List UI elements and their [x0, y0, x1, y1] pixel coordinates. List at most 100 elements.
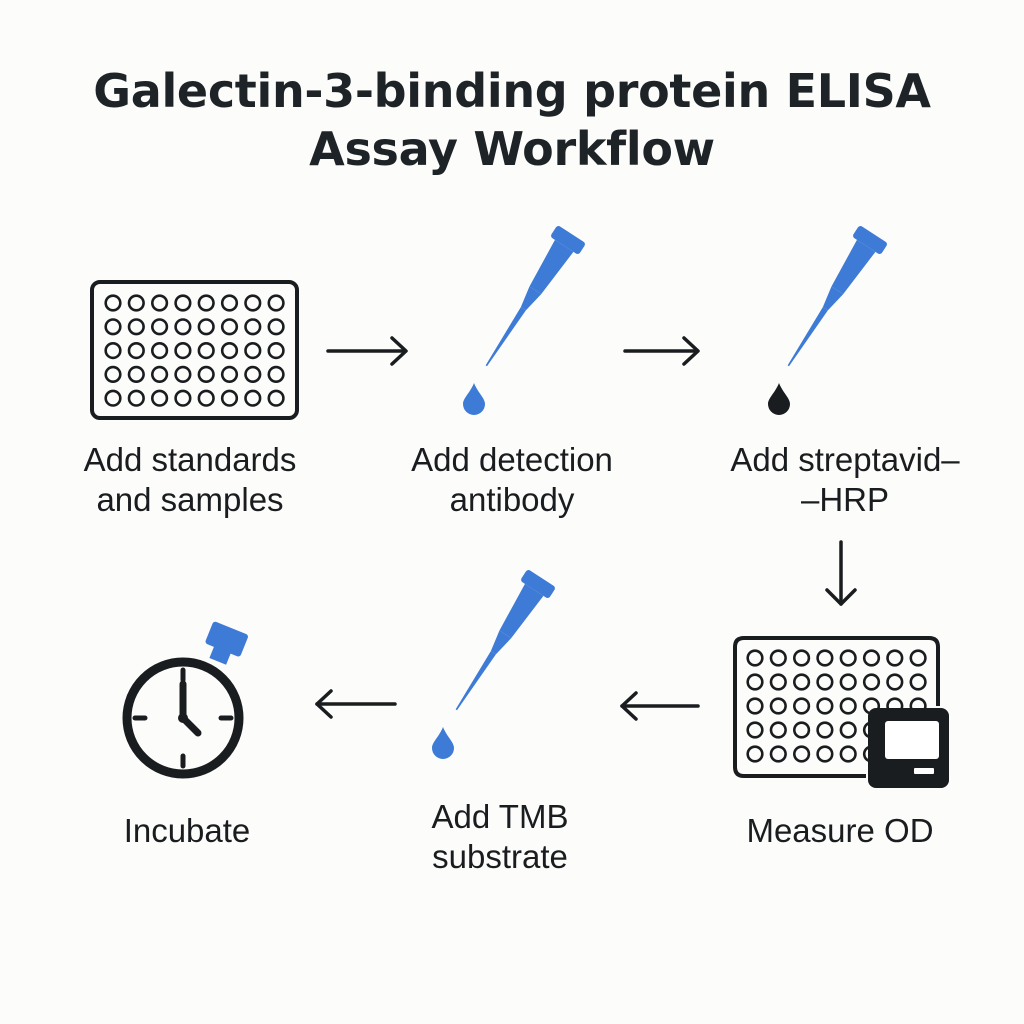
well — [769, 697, 787, 715]
well — [104, 365, 122, 384]
well — [267, 365, 285, 384]
page-title: Galectin-3-binding protein ELISA Assay W… — [0, 62, 1024, 178]
well — [792, 697, 811, 715]
well — [886, 649, 904, 667]
well — [197, 389, 215, 407]
well — [151, 365, 169, 384]
well — [909, 649, 927, 667]
well — [127, 389, 145, 407]
well — [792, 673, 811, 691]
pipette-black-drop-icon — [768, 224, 889, 415]
microplate-icon — [90, 280, 299, 420]
well — [816, 673, 834, 691]
well — [769, 745, 787, 763]
well — [127, 342, 145, 360]
well — [267, 389, 285, 407]
well — [816, 697, 834, 715]
step-label-line-1: Measure OD — [746, 812, 934, 849]
well — [769, 721, 787, 739]
well — [244, 389, 262, 407]
arrow-right-icon — [623, 336, 700, 366]
arrow-left-icon — [315, 689, 397, 719]
well — [104, 342, 122, 360]
well — [746, 721, 764, 739]
well — [127, 294, 145, 312]
arrow-left-icon — [620, 691, 700, 721]
well — [151, 342, 169, 360]
well — [244, 294, 262, 312]
well — [839, 721, 857, 739]
well — [839, 673, 857, 691]
plate-reader-icon — [733, 636, 949, 788]
pipette-blue-drop-icon — [432, 568, 557, 759]
well — [174, 318, 192, 336]
arrow-right-icon — [326, 336, 408, 366]
step-label-add-detection-antibody: Add detection antibody — [367, 440, 657, 520]
step-label-line-2: substrate — [432, 838, 568, 875]
step-label-add-tmb-substrate: Add TMB substrate — [350, 797, 650, 877]
well — [839, 649, 857, 667]
well — [746, 649, 764, 667]
well — [220, 365, 239, 384]
step-label-add-streptavidin-hrp: Add streptavid– –HRP — [695, 440, 995, 520]
well — [769, 649, 787, 667]
well — [151, 318, 169, 336]
well — [267, 294, 285, 312]
well — [909, 673, 927, 691]
well — [174, 294, 192, 312]
well — [197, 318, 215, 336]
well — [746, 745, 764, 763]
well — [220, 294, 239, 312]
step-label-line-1: Incubate — [123, 812, 251, 849]
step-label-add-standards: Add standards and samples — [45, 440, 335, 520]
well — [197, 294, 215, 312]
well — [792, 721, 811, 739]
well — [220, 389, 239, 407]
well — [197, 342, 215, 360]
well — [816, 721, 834, 739]
well — [174, 365, 192, 384]
well — [127, 318, 145, 336]
well — [151, 389, 169, 407]
well — [151, 294, 169, 312]
well — [197, 365, 215, 384]
step-label-line-2: antibody — [449, 481, 575, 518]
well — [746, 697, 764, 715]
well — [104, 294, 122, 312]
well — [816, 649, 834, 667]
well — [267, 342, 285, 360]
well — [174, 342, 192, 360]
well — [244, 365, 262, 384]
well — [886, 673, 904, 691]
well — [244, 318, 262, 336]
well — [792, 649, 811, 667]
well — [267, 318, 285, 336]
well — [104, 389, 122, 407]
step-label-line-2: –HRP — [800, 481, 890, 518]
well — [244, 342, 262, 360]
page-title-line-1: Galectin-3-binding protein ELISA — [93, 64, 931, 118]
well — [839, 745, 857, 763]
well — [127, 365, 145, 384]
well — [104, 318, 122, 336]
step-label-incubate: Incubate — [37, 811, 337, 851]
step-label-line-1: Add detection — [411, 441, 613, 478]
arrow-down-icon — [825, 540, 857, 606]
step-label-line-1: Add TMB — [431, 798, 569, 835]
page-title-line-2: Assay Workflow — [309, 122, 715, 176]
well — [220, 318, 239, 336]
well — [746, 673, 764, 691]
step-label-line-2: and samples — [96, 481, 284, 518]
step-label-measure-od: Measure OD — [690, 811, 990, 851]
well — [816, 745, 834, 763]
well — [174, 389, 192, 407]
well — [220, 342, 239, 360]
well — [862, 649, 881, 667]
stopwatch-icon — [122, 621, 248, 779]
well — [839, 697, 857, 715]
step-label-line-1: Add streptavid– — [730, 441, 960, 478]
step-label-line-1: Add standards — [83, 441, 297, 478]
well — [792, 745, 811, 763]
well — [769, 673, 787, 691]
